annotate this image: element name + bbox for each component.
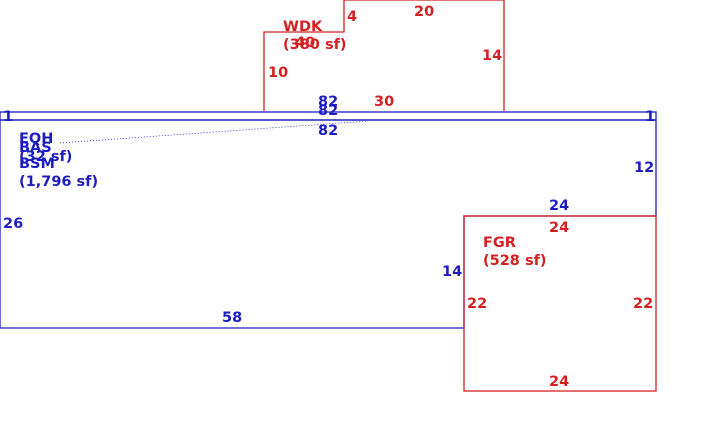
- dim-main-step-side: 14: [442, 264, 462, 280]
- deck-outline: [263, 0, 505, 111]
- dim-garage-bottom: 24: [549, 374, 569, 390]
- dim-deck-bottom: 30: [374, 94, 394, 110]
- dim-deck-top: 20: [414, 4, 434, 20]
- dim-main-top-c: 82: [318, 123, 338, 139]
- deck-code: WDK: [283, 19, 323, 35]
- area-code-bas: BAS: [19, 140, 52, 156]
- garage-area-size: (528 sf): [483, 253, 547, 269]
- garage-outline: [463, 215, 657, 392]
- dim-garage-left: 22: [467, 296, 487, 312]
- leader-line: [59, 120, 369, 144]
- dim-main-step-top: 24: [549, 198, 569, 214]
- area-code-bsm: BSM: [19, 156, 55, 172]
- dim-strip-left: 1: [3, 109, 13, 125]
- dim-main-top-b: 82: [318, 103, 338, 119]
- dim-garage-right: 22: [633, 296, 653, 312]
- dim-deck-step: 4: [347, 9, 357, 25]
- dim-main-left: 26: [3, 216, 23, 232]
- main-area-size: (1,796 sf): [19, 174, 98, 190]
- dim-main-bottom: 58: [222, 310, 242, 326]
- area-code-eqh: EQH: [19, 131, 53, 147]
- dim-garage-top: 24: [549, 220, 569, 236]
- dim-main-top-a: 82: [318, 94, 338, 110]
- garage-code: FGR: [483, 235, 516, 251]
- dim-strip-right: 1: [645, 109, 655, 125]
- area-partial-size: (32 sf): [19, 149, 72, 165]
- dim-deck-mid: 40: [295, 35, 315, 51]
- dim-deck-left: 10: [268, 65, 288, 81]
- dim-main-right: 12: [634, 160, 654, 176]
- deck-area-size: (380 sf): [283, 37, 347, 53]
- dim-deck-right: 14: [482, 48, 502, 64]
